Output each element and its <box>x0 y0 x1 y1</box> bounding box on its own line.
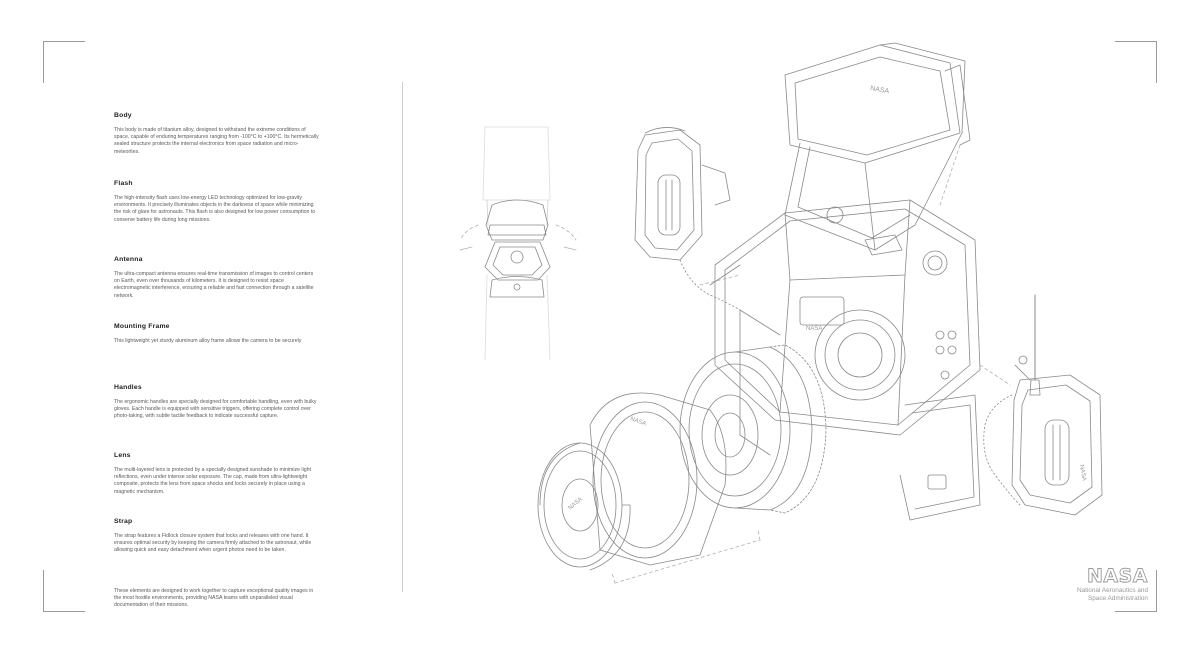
grip-label: NASA <box>1078 464 1087 481</box>
right-handle: NASA <box>983 294 1103 516</box>
section-body: Body This body is made of titanium alloy… <box>114 112 319 170</box>
body-label: NASA <box>806 326 822 332</box>
strap-illustration <box>459 126 577 361</box>
nasa-logo-mark: NASA <box>1087 565 1148 587</box>
section-title: Lens <box>114 452 131 459</box>
lens-assembly <box>679 344 827 514</box>
frame-corner-top-left <box>43 41 85 83</box>
frame-corner-bottom-left <box>43 570 85 612</box>
section-title: Body <box>114 112 132 119</box>
assembly-guide-lines <box>611 144 1011 584</box>
nasa-logo-line1: National Aeronautics and <box>1076 587 1148 594</box>
frame-corner-bottom-right <box>1115 570 1157 612</box>
camera-body: NASA <box>714 199 981 521</box>
section-text: The ergonomic handles are specially desi… <box>114 399 317 420</box>
section-antenna: Antenna The ultra-compact antenna ensure… <box>114 256 319 313</box>
lens-hood: NASA <box>589 392 727 566</box>
section-title: Handles <box>114 384 142 391</box>
closing-paragraph: These elements are designed to work toge… <box>114 588 314 609</box>
section-text: The strap features a Fidlock closure sys… <box>114 533 312 554</box>
section-title: Mounting Frame <box>114 323 170 330</box>
section-title: Strap <box>114 518 133 525</box>
section-lens: Lens The multi-layered lens is protected… <box>114 452 319 508</box>
lens-cap: NASA <box>537 442 631 571</box>
lens-hood-label: NASA <box>629 416 646 427</box>
section-text: This body is made of titanium alloy, des… <box>114 127 319 155</box>
section-text: The ultra-compact antenna ensures real-t… <box>114 271 314 299</box>
description-panel: Body This body is made of titanium alloy… <box>114 112 319 610</box>
section-text: The multi-layered lens is protected by a… <box>114 467 311 495</box>
section-flash: Flash The high-intensity flash uses low-… <box>114 180 319 246</box>
section-strap: Strap The strap features a Fidlock closu… <box>114 518 319 578</box>
section-text: The high-intensity flash uses low-energy… <box>114 195 316 223</box>
nasa-logo: NASA National Aeronautics and Space Admi… <box>1064 566 1148 603</box>
frame-corner-top-right <box>1115 41 1157 83</box>
section-text: This lightweight yet sturdy aluminum all… <box>114 338 302 344</box>
hood-label: NASA <box>870 85 890 95</box>
section-mounting-frame: Mounting Frame This lightweight yet stur… <box>114 323 319 374</box>
nasa-logo-line2: Space Administration <box>1087 595 1148 603</box>
sunshade-hood-top: NASA <box>784 42 971 251</box>
camera-exploded-diagram: NASA <box>440 35 1120 595</box>
section-title: Antenna <box>114 256 143 263</box>
section-handles: Handles The ergonomic handles are specia… <box>114 384 319 442</box>
cap-label: NASA <box>567 496 583 511</box>
vertical-divider <box>402 82 403 592</box>
left-handle <box>634 127 741 311</box>
section-title: Flash <box>114 180 133 187</box>
